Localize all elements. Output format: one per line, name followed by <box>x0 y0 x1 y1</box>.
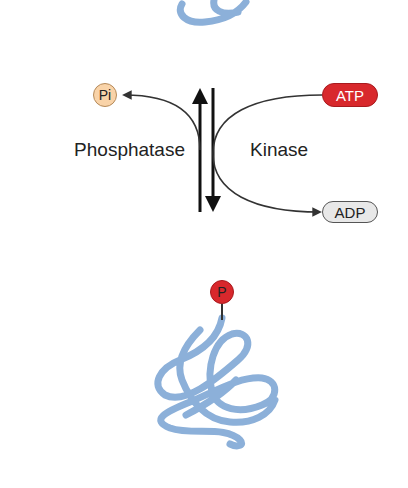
protein-bottom <box>158 318 275 446</box>
adp-pill: ADP <box>322 201 378 223</box>
reaction-curve <box>213 95 322 212</box>
enzyme-label: Phosphatase <box>74 139 185 161</box>
node-text: ADP <box>335 204 366 221</box>
atp-pill: ATP <box>322 83 378 107</box>
phosphate-link <box>221 304 223 320</box>
enzyme-label: Kinase <box>250 139 308 161</box>
protein-top <box>180 0 246 22</box>
reverse-arrowhead <box>192 88 208 104</box>
phosphate-group: P <box>210 280 234 304</box>
phosphate-circle: Pi <box>93 83 117 107</box>
node-text: P <box>217 284 226 300</box>
node-text: Pi <box>99 87 111 103</box>
node-text: ATP <box>336 87 364 104</box>
forward-arrowhead <box>205 196 221 212</box>
reverse-arrow <box>199 100 202 212</box>
